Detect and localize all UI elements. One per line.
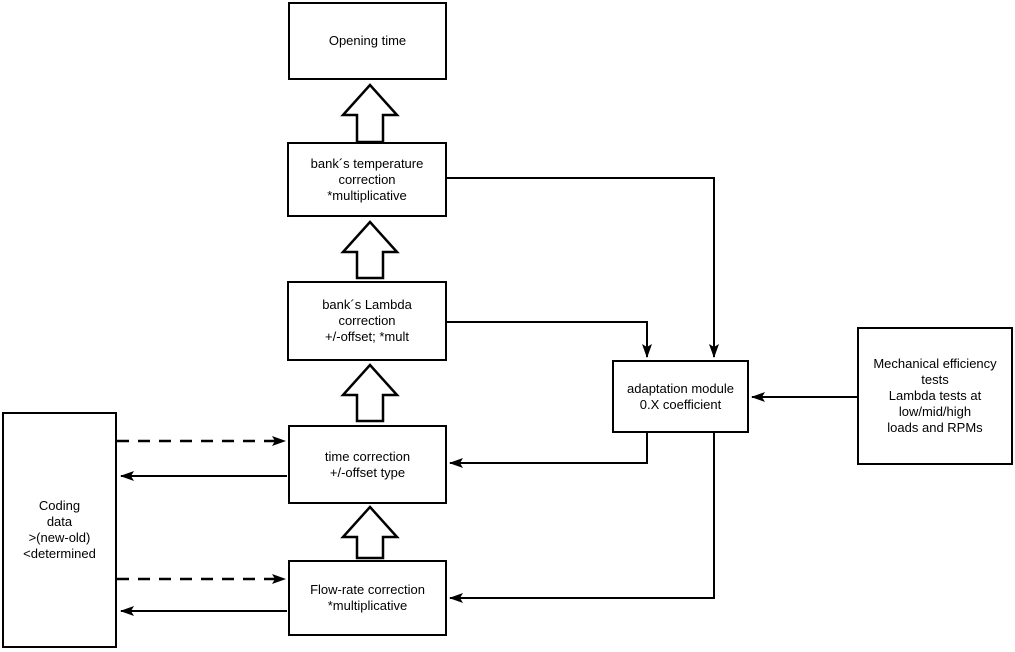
block-arrow-flowrate-to-time — [340, 505, 400, 560]
arrow-adaptation-to-time — [449, 433, 648, 468]
node-lambda-correction: bank´s Lambda correction +/-offset; *mul… — [287, 281, 447, 361]
node-temperature-correction-label: bank´s temperature correction *multiplic… — [310, 155, 424, 203]
node-opening-time: Opening time — [288, 2, 447, 80]
node-coding-data: Coding data >(new-old) <determined — [2, 412, 117, 648]
node-flowrate-correction-label: Flow-rate correction *multiplicative — [310, 582, 425, 613]
node-time-correction: time correction +/-offset type — [288, 425, 447, 504]
node-adaptation-module-label: adaptation module 0.X coefficient — [627, 380, 734, 412]
block-arrow-time-to-lambda — [340, 363, 400, 423]
node-lambda-correction-label: bank´s Lambda correction +/-offset; *mul… — [322, 297, 412, 344]
block-arrow-temperature-to-opening — [340, 83, 400, 144]
arrow-adaptation-to-flowrate — [449, 433, 715, 603]
arrow-temperature-to-adaptation — [447, 177, 719, 358]
node-flowrate-correction: Flow-rate correction *multiplicative — [288, 560, 447, 636]
block-arrow-lambda-to-temperature — [340, 220, 400, 280]
node-opening-time-label: Opening time — [328, 33, 407, 48]
node-adaptation-module: adaptation module 0.X coefficient — [612, 360, 749, 433]
node-mechanical-tests-label: Mechanical efficiency tests Lambda tests… — [873, 356, 997, 435]
node-mechanical-tests: Mechanical efficiency tests Lambda tests… — [857, 327, 1013, 465]
node-temperature-correction: bank´s temperature correction *multiplic… — [287, 142, 447, 217]
node-time-correction-label: time correction +/-offset type — [324, 448, 411, 480]
node-coding-data-label: Coding data >(new-old) <determined — [23, 498, 96, 561]
arrow-lambda-to-adaptation — [446, 321, 652, 358]
